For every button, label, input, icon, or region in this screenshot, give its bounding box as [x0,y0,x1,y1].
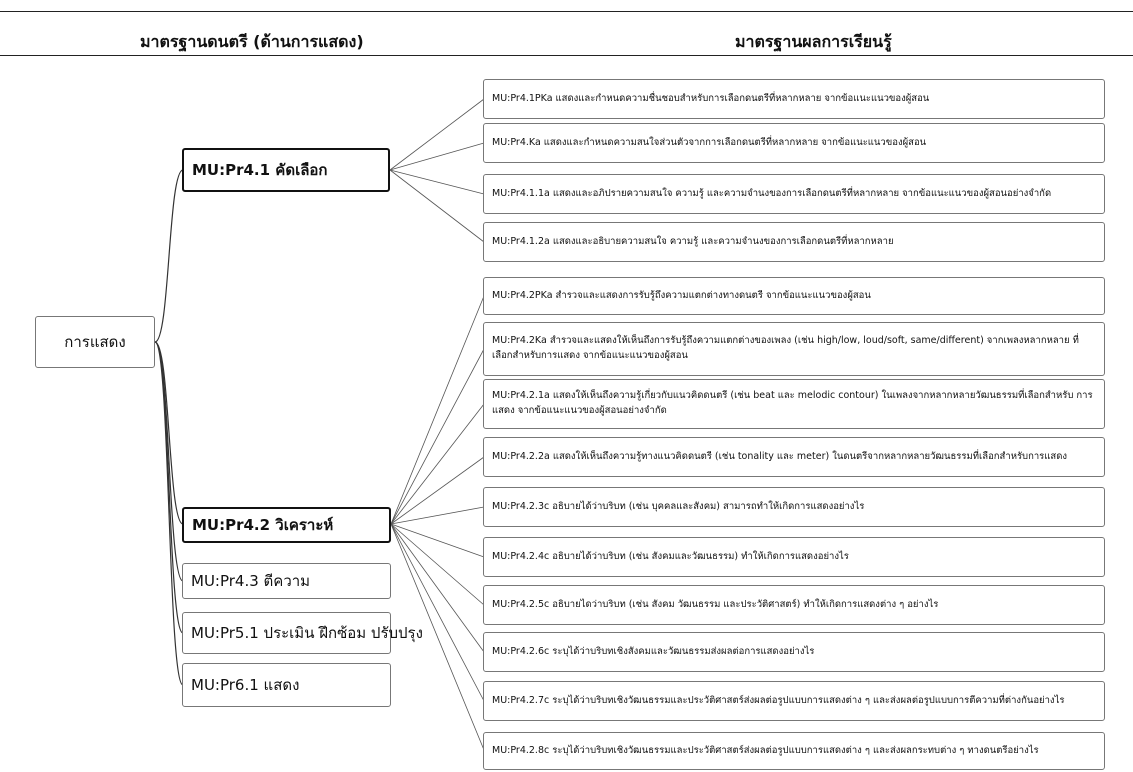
connector-pr42-9 [390,523,485,702]
group-node-pr4-2-analyze: MU:Pr4.2 วิเคราะห์ [182,507,391,543]
outcome-node: MU:Pr4.2.3c อธิบายได้ว่าบริบท (เช่น บุคค… [483,487,1105,527]
outcome-node: MU:Pr4.1.1a แสดงและอภิปรายความสนใจ ความร… [483,174,1105,214]
connector-pr42-10 [390,523,485,751]
header-standards-title: มาตรฐานดนตรี (ด้านการแสดง) [140,32,364,51]
connector-pr42-6 [390,523,485,558]
connector-pr41-3 [389,169,485,195]
header-outcomes-title: มาตรฐานผลการเรียนรู้ [735,32,892,51]
outcome-node: MU:Pr4.2.8c ระบุได้ว่าบริบทเชิงวัฒนธรรมแ… [483,732,1105,770]
connector-pr41-1 [389,98,485,171]
group-node-pr5-1-evaluate: MU:Pr5.1 ประเมิน ฝึกซ้อม ปรับปรุง [182,612,423,654]
connector-pr42-4 [390,456,485,525]
connector-root-group-5 [154,341,184,686]
root-connectors [154,169,184,686]
outcome-node: MU:Pr4.2.1a แสดงให้เห็นถึงความรู้เกี่ยวก… [483,379,1105,429]
header-bottom-rule [0,55,1133,56]
outcome-node: MU:Pr4.2.5c อธิบายไดว่าบริบท (เช่น สังคม… [483,585,1105,625]
outcome-node: MU:Pr4.2.7c ระบุได้ว่าบริบทเชิงวัฒนธรรมแ… [483,681,1105,721]
connector-pr41-2 [389,142,485,171]
connector-root-group-4 [154,341,184,634]
connector-pr42-5 [390,506,485,525]
group-node-pr6-1-present: MU:Pr6.1 แสดง [182,663,391,707]
connector-root-group-3 [154,341,184,582]
outcome-connectors [389,98,485,751]
connector-pr42-2 [390,348,485,525]
group-node-pr4-3-interpret: MU:Pr4.3 ตีความ [182,563,391,599]
outcome-node: MU:Pr4.1PKa แสดงและกำหนดความชื่นชอบสำหรั… [483,79,1105,119]
outcome-node: MU:Pr4.1.2a แสดงและอธิบายความสนใจ ความรู… [483,222,1105,262]
root-node-performance: การแสดง [35,316,155,368]
outcome-node: MU:Pr4.2Ka สำรวจและแสดงให้เห็นถึงการรับร… [483,322,1105,376]
header-top-rule [0,11,1133,12]
outcome-node: MU:Pr4.2PKa สำรวจและแสดงการรับรู้ถึงความ… [483,277,1105,315]
outcome-node: MU:Pr4.2.2a แสดงให้เห็นถึงความรู้ทางแนวค… [483,437,1105,477]
connector-pr42-8 [390,523,485,653]
outcome-node: MU:Pr4.2.6c ระบุได้ว่าบริบทเชิงสังคมและว… [483,632,1105,672]
outcome-node: MU:Pr4.2.4c อธิบายได้ว่าบริบท (เช่น สังค… [483,537,1105,577]
outcome-node: MU:Pr4.Ka แสดงและกำหนดความสนใจส่วนตัวจาก… [483,123,1105,163]
connector-pr42-1 [390,295,485,525]
connector-pr42-3 [390,403,485,525]
connector-pr42-7 [390,523,485,606]
group-node-pr4-1-select: MU:Pr4.1 คัดเลือก [182,148,390,192]
connector-pr41-4 [389,169,485,243]
connector-root-group-1 [154,169,184,343]
